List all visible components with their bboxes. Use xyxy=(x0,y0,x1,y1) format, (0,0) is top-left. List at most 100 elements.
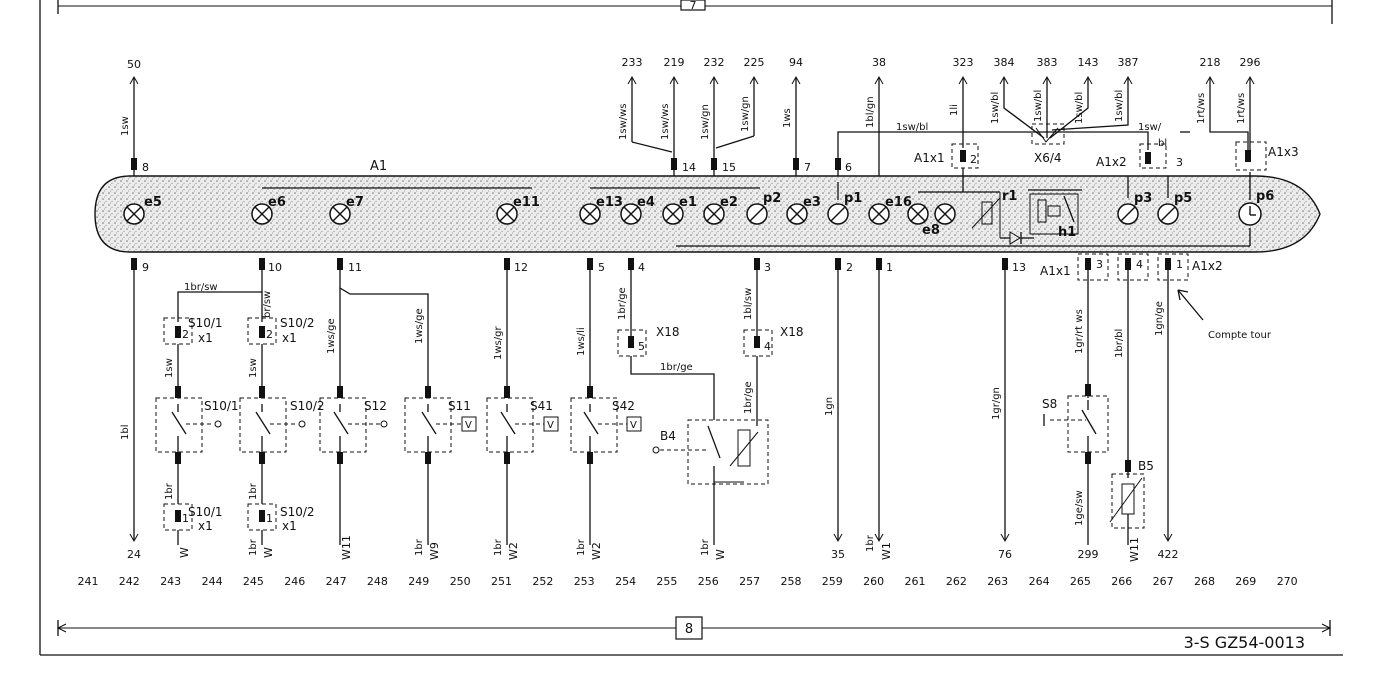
connector-a1x1-top: A1x1 xyxy=(914,151,945,165)
wire-label: 1sw xyxy=(164,358,175,378)
gauge-p1 xyxy=(827,203,849,225)
column-number: 255 xyxy=(656,575,677,588)
bottom-wiring xyxy=(129,253,1204,545)
switch-name: S42 xyxy=(612,399,635,413)
bottom-pin: 9 xyxy=(142,261,149,274)
wire-label: 1ws/ge xyxy=(414,308,425,344)
column-number: 248 xyxy=(367,575,388,588)
wire-label: 1br xyxy=(576,538,587,556)
lamp-name: h1 xyxy=(1058,225,1076,240)
lamp-e16 xyxy=(868,203,890,225)
bus-label-swbl: 1sw/bl xyxy=(896,122,928,133)
wire-label: 1br/ge xyxy=(617,287,628,320)
lamp-e7 xyxy=(329,203,351,225)
lamp-name: p3 xyxy=(1134,191,1152,206)
top-ref: 383 xyxy=(1037,56,1058,69)
lamp-name: e6 xyxy=(268,195,286,210)
wire-label: 1rt/ws xyxy=(1236,93,1247,124)
bottom-ends: 24 W W W11 W9 W2 W2 W 35 W1 76 299 W11 4… xyxy=(127,535,1179,562)
column-number: 265 xyxy=(1070,575,1091,588)
ground-label: W11 xyxy=(1128,537,1141,562)
component-labels: S10/1 2 x1 S10/2 2 x1 S10/1 S10/2 S12 S1… xyxy=(182,316,1272,533)
column-number: 258 xyxy=(781,575,802,588)
column-number: 254 xyxy=(615,575,636,588)
top-ref: 384 xyxy=(994,56,1015,69)
connector-pin: 2 xyxy=(266,328,273,341)
lamp-name: e11 xyxy=(513,195,540,210)
column-number: 266 xyxy=(1111,575,1132,588)
wire-label: 1br/sw xyxy=(184,282,218,293)
lamp-e2 xyxy=(703,203,725,225)
bottom-pin: 11 xyxy=(348,261,362,274)
top-pin: 15 xyxy=(722,161,736,174)
wire-label: 1sw/ws xyxy=(618,103,629,140)
top-ref: 387 xyxy=(1118,56,1139,69)
bottom-pin: 5 xyxy=(598,261,605,274)
lamp-name: e16 xyxy=(885,195,912,210)
connector-label: S10/2 xyxy=(280,316,315,330)
lamp-e13 xyxy=(579,203,601,225)
connector-pin: 1 xyxy=(266,512,273,525)
bottom-pin: 4 xyxy=(638,261,645,274)
lamp-name: p2 xyxy=(763,191,781,206)
column-number: 268 xyxy=(1194,575,1215,588)
box-label: V xyxy=(547,420,554,431)
lamp-e5 xyxy=(123,203,145,225)
end-ref: 24 xyxy=(127,548,141,561)
column-number: 253 xyxy=(574,575,595,588)
connector-a1x3: A1x3 xyxy=(1268,145,1299,159)
wire-label: 1sw xyxy=(248,358,259,378)
wire-label: 1br/ge xyxy=(743,381,754,414)
wire-label: 1sw/bl xyxy=(1114,90,1125,122)
wire-label: 1bl xyxy=(120,425,131,441)
column-number: 260 xyxy=(863,575,884,588)
top-wire-labels: 1sw 1sw/ws 1sw/ws 1sw/gn 1sw/gn 1ws 1bl/… xyxy=(120,90,1247,140)
top-pin: 6 xyxy=(845,161,852,174)
gauge-p3 xyxy=(1117,203,1139,225)
bottom-pin: 1 xyxy=(1176,258,1183,271)
cluster-label: A1 xyxy=(370,159,387,174)
x18-pin: 4 xyxy=(764,340,771,353)
page-bottom-number: 8 xyxy=(685,622,693,637)
wire-label: 1sw/gn xyxy=(700,104,711,140)
bus-label-pin3: 3 xyxy=(1176,156,1183,169)
column-number: 262 xyxy=(946,575,967,588)
x18-label: X18 xyxy=(780,325,804,339)
top-connectors: 8 14 15 7 6 2 A1x1 X6/4 A1x2 A1x3 A1 xyxy=(131,123,1299,174)
end-ref: 299 xyxy=(1078,548,1099,561)
annotation-compte-tour: Compte tour xyxy=(1208,330,1272,341)
top-reference-numbers: 50 233 219 232 225 94 38 323 384 383 143… xyxy=(127,56,1261,71)
switch-name: S10/2 xyxy=(290,399,325,413)
column-number: 241 xyxy=(78,575,99,588)
wire-label: 1gn/ge xyxy=(1154,301,1165,336)
lamp-e6 xyxy=(251,203,273,225)
bottom-pin: 13 xyxy=(1012,261,1026,274)
wire-label: 1ge/sw xyxy=(1074,490,1085,526)
wire-label: 1sw/bl xyxy=(1033,90,1044,122)
bus-label-sw: 1sw/ xyxy=(1138,122,1162,133)
top-wiring xyxy=(129,75,1255,182)
connector-a1x1-bottom: A1x1 xyxy=(1040,264,1071,278)
connector-x: x1 xyxy=(282,519,297,533)
wire-label: 1br xyxy=(700,538,711,556)
lamp-e8a xyxy=(907,203,929,225)
box-label: V xyxy=(465,420,472,431)
wire-label: 1rt/ws xyxy=(1196,93,1207,124)
wire-label: 1br/bl xyxy=(1114,329,1125,358)
x18-pin: 5 xyxy=(638,340,645,353)
b5-label: B5 xyxy=(1138,459,1154,473)
connector-a1x2-bottom: A1x2 xyxy=(1192,259,1223,273)
lamp-e8b xyxy=(934,203,956,225)
wire-label: 1sw/ws xyxy=(660,103,671,140)
column-number: 252 xyxy=(532,575,553,588)
lamp-name: e3 xyxy=(803,195,821,210)
top-pin: 14 xyxy=(682,161,696,174)
column-number: 259 xyxy=(822,575,843,588)
connector-x: x1 xyxy=(282,331,297,345)
x18-label: X18 xyxy=(656,325,680,339)
wire-label: 1br xyxy=(164,482,175,500)
box-label: V xyxy=(630,420,637,431)
connector-label: S10/1 xyxy=(188,316,223,330)
connector-x: x1 xyxy=(198,519,213,533)
